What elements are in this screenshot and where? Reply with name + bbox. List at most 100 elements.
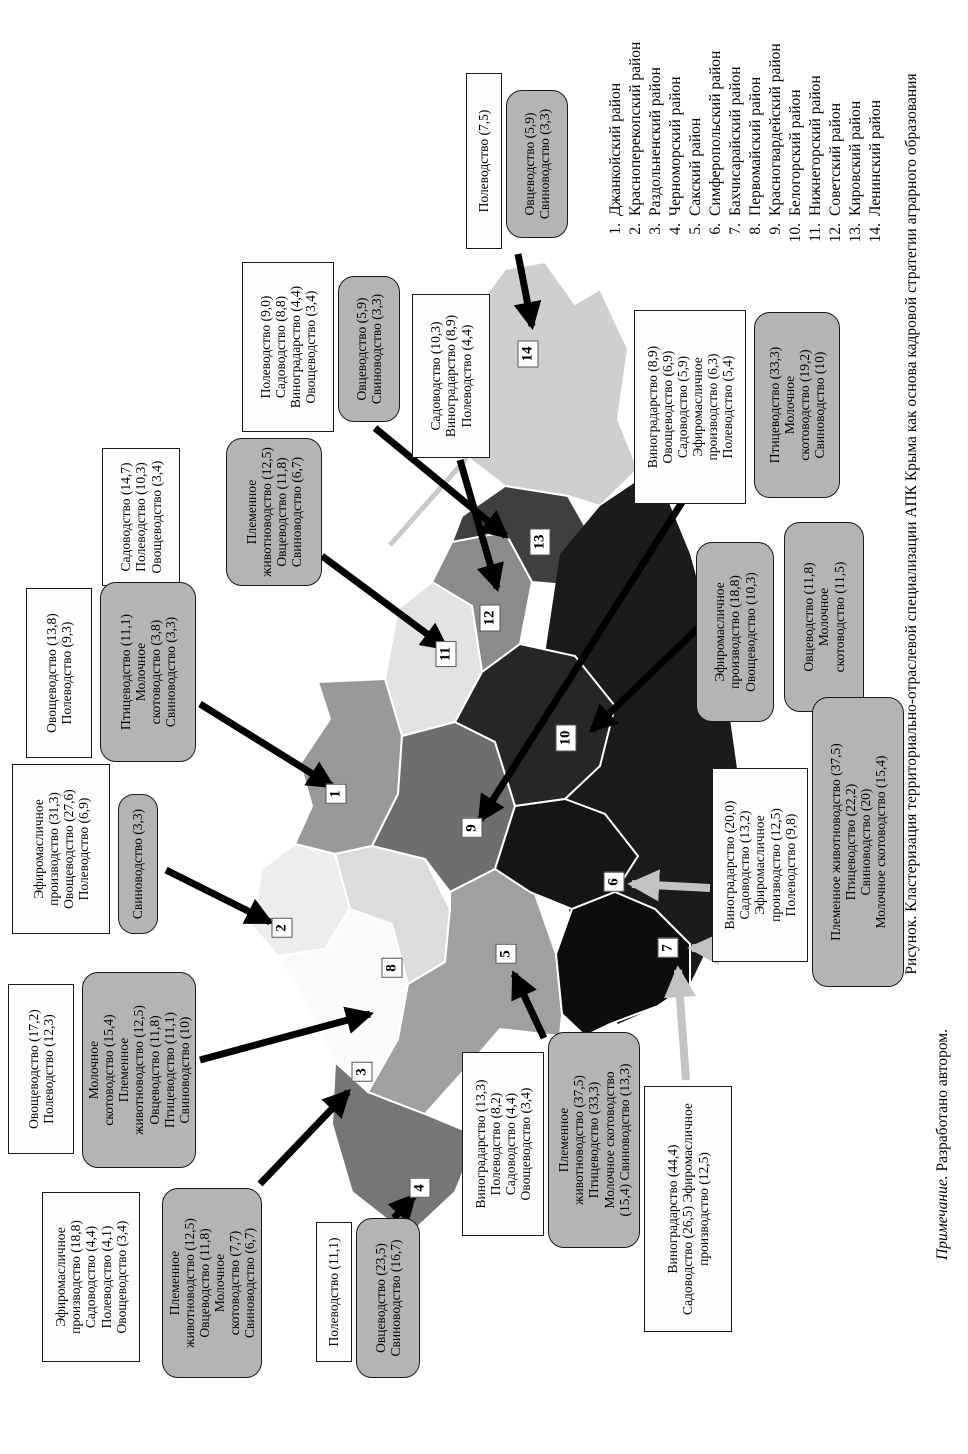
callout-r12-crops: Садоводство (10,3) Виноградарство (8,9) … <box>412 294 490 458</box>
legend-item-4: 4. Черноморский район <box>666 3 686 255</box>
region-10-shape <box>453 642 617 808</box>
region-label-6: 6 <box>603 872 625 892</box>
figure-note: Примечание. Разработано автором. <box>934 1029 952 1260</box>
callout-r3-crops: Эфиромасличное производство (18,8) Садов… <box>42 1192 140 1362</box>
legend-item-9: 9. Красногвардейский район <box>766 3 786 255</box>
callout-r11-crops: Садоводство (14,7) Полеводство (10,3) Ов… <box>102 448 180 586</box>
legend-item-number: 13. <box>847 223 864 243</box>
legend-item-number: 3. <box>647 223 664 235</box>
district-legend: 1. Джанкойский район 2. Красноперекопский … <box>606 3 886 255</box>
legend-item-13: 13. Кировский район <box>846 3 866 255</box>
callout-r14-crops: Полеводство (7,5) <box>466 73 502 249</box>
legend-item-label: Джанкойский район <box>607 82 624 216</box>
legend-item-5: 5. Сакский район <box>686 3 706 255</box>
region-label-2: 2 <box>271 918 293 938</box>
legend-item-14: 14. Ленинский район <box>866 3 886 255</box>
region-label-1: 1 <box>325 784 347 804</box>
legend-item-2: 2. Красноперекопский район <box>626 3 646 255</box>
region-label-14: 14 <box>517 340 539 368</box>
legend-item-number: 7. <box>727 223 744 235</box>
callout-r9-livestock: Птицеводство (33,3) Молочное скотоводств… <box>754 312 840 498</box>
legend-item-12: 12. Советский район <box>826 3 846 255</box>
arrow-to-region-6-light <box>627 869 711 902</box>
callout-r10-livestock: Овцеводство (11,8) Молочное скотоводство… <box>784 522 864 712</box>
callout-r4-livestock: Овцеводство (23,5) Свиноводство (16,7) <box>356 1218 420 1378</box>
legend-item-7: 7. Бахчисарайский район <box>726 3 746 255</box>
callout-r2-crops: Эфиромасличное производство (31,3) Овоще… <box>12 764 110 934</box>
arrow-to-region-11 <box>319 553 450 651</box>
legend-item-number: 4. <box>667 223 684 235</box>
arrow-to-region-2 <box>164 866 274 926</box>
arrow-to-region-3 <box>257 1088 351 1187</box>
note-label: Примечание. <box>934 1175 951 1260</box>
legend-item-6: 6. Симферопольский район <box>706 3 726 255</box>
callout-r5-livestock: Племенное животноводство (37,5) Птицевод… <box>548 1032 640 1248</box>
legend-item-1: 1. Джанкойский район <box>606 3 626 255</box>
callout-r7-livestock: Племенное животноводство (37,5) Птицевод… <box>812 697 904 987</box>
arrow-to-region-14 <box>513 253 542 331</box>
arrow-to-region-10 <box>588 625 701 733</box>
legend-item-number: 11. <box>807 223 824 242</box>
region-label-13: 13 <box>529 528 551 556</box>
legend-item-number: 14. <box>867 223 884 243</box>
legend-item-label: Ленинский район <box>867 99 884 216</box>
legend-item-number: 12. <box>827 223 844 243</box>
callout-r11-livestock: Племенное животноводство (12,5) Овцеводс… <box>226 438 322 586</box>
callout-r2-livestock: Свиноводство (3,3) <box>118 794 158 934</box>
legend-item-label: Раздольненский район <box>647 67 664 216</box>
region-label-5: 5 <box>495 944 517 964</box>
legend-item-number: 9. <box>767 223 784 235</box>
legend-item-number: 1. <box>607 223 624 235</box>
legend-item-label: Сакский район <box>687 117 704 216</box>
region-label-10: 10 <box>555 724 577 752</box>
callout-r10-crops: Эфиромасличное производство (18,8) Овоще… <box>696 542 774 722</box>
legend-item-8: 8. Первомайский район <box>746 3 766 255</box>
arrow-to-region-5 <box>510 970 548 1040</box>
legend-item-3: 3. Раздольненский район <box>646 3 666 255</box>
legend-item-number: 10. <box>787 223 804 243</box>
region-label-3: 3 <box>351 1062 373 1082</box>
callout-r9-crops: Виноградарство (8,9) Овощеводство (6,9) … <box>634 310 746 504</box>
arrow-to-region-4 <box>387 1192 417 1224</box>
note-text: Разработано автором. <box>934 1029 951 1176</box>
arrow-to-region-1 <box>198 701 336 789</box>
callout-r8-livestock: Молочное скотоводство (15,4) Племенное ж… <box>82 972 196 1168</box>
figure-caption: Рисунок. Кластеризация территориально-от… <box>903 73 920 975</box>
legend-item-label: Первомайский район <box>747 76 764 216</box>
arrow-to-region-12 <box>456 459 504 593</box>
legend-item-label: Красноперекопский район <box>627 41 644 216</box>
legend-item-10: 10. Белогорский район <box>786 3 806 255</box>
legend-item-number: 6. <box>707 223 724 235</box>
callout-r6-crops: Виноградарство (20,0) Садоводство (13,2)… <box>712 768 808 962</box>
legend-item-label: Черноморский район <box>667 76 684 216</box>
callout-r5-crops: Виноградарство (13,3) Полеводство (8,2) … <box>462 1052 544 1236</box>
legend-item-label: Симферопольский район <box>707 50 724 216</box>
arrow-to-region-13 <box>372 425 510 539</box>
callout-r3-livestock: Племенное животноводство (12,5) Овцеводс… <box>162 1188 262 1378</box>
callout-r13-crops: Полеводство (9,0) Садоводство (8,8) Вино… <box>242 262 334 432</box>
region-label-4: 4 <box>409 1178 431 1198</box>
region-label-8: 8 <box>381 958 403 978</box>
legend-item-label: Советский район <box>827 102 844 216</box>
callout-r14-livestock: Овцеводство (5,9) Свиноводство (3,3) <box>506 90 568 238</box>
arrow-to-region-7-light-2 <box>664 965 696 1081</box>
callout-r7-crops: Виноградарство (44,4) Садоводство (26,5)… <box>644 1086 732 1332</box>
legend-item-number: 8. <box>747 223 764 235</box>
callout-r1-crops: Овощеводство (13,8) Полеводство (9,3) <box>26 588 92 758</box>
region-label-7: 7 <box>657 938 679 958</box>
legend-item-label: Бахчисарайский район <box>727 66 744 216</box>
legend-item-label: Белогорский район <box>787 89 804 216</box>
legend-item-label: Красногвардейский район <box>767 43 784 216</box>
legend-item-number: 2. <box>627 223 644 235</box>
callout-r1-livestock: Птицеводство (11,1) Молочное скотоводств… <box>100 582 196 762</box>
callout-r13-livestock: Овцеводство (5,9) Свиноводство (3,3) <box>338 276 400 422</box>
callout-r4-crops: Полеводство (11,1) <box>316 1222 352 1362</box>
legend-item-number: 5. <box>687 223 704 235</box>
legend-item-11: 11.Нижнегорский район <box>806 3 826 255</box>
arrow-to-region-9 <box>477 472 703 824</box>
legend-item-label: Кировский район <box>847 100 864 216</box>
region-label-9: 9 <box>461 818 483 838</box>
